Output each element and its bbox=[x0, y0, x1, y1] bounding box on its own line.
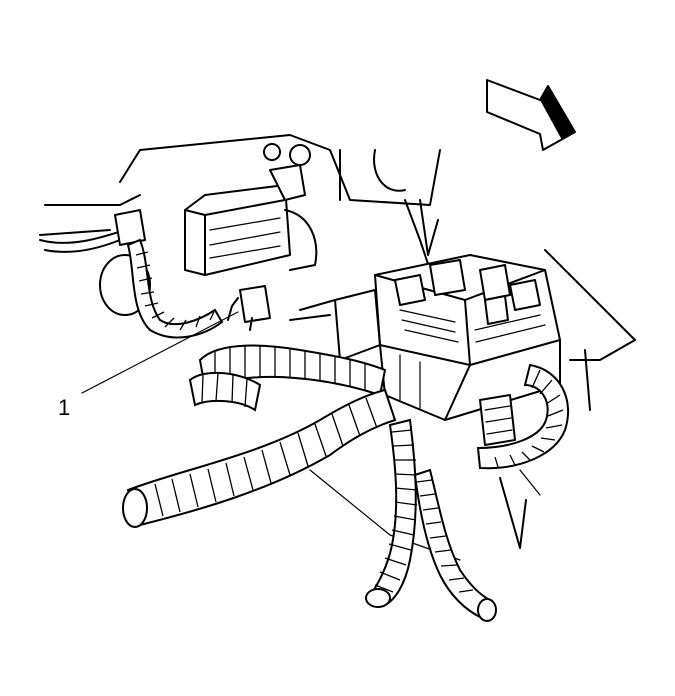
center-harness bbox=[188, 344, 387, 412]
left-harness bbox=[39, 209, 271, 339]
fuse-relay-block bbox=[289, 254, 561, 421]
right-harness bbox=[476, 363, 570, 470]
lower-harness bbox=[365, 418, 527, 622]
control-module bbox=[184, 143, 318, 276]
callout-number: 1 bbox=[58, 395, 70, 420]
direction-arrow-icon bbox=[486, 79, 576, 151]
callout-1: 1 bbox=[58, 311, 239, 420]
lower-left-loom bbox=[122, 388, 397, 528]
